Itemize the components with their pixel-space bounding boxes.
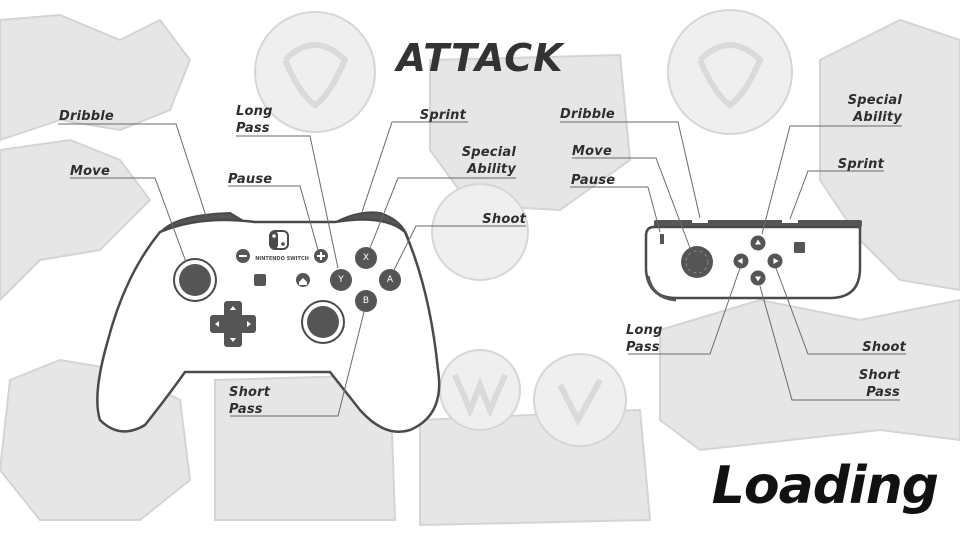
switch-logo-text: NINTENDO SWITCH	[255, 256, 309, 262]
leader-short-pass	[230, 311, 365, 417]
joycon-right-button[interactable]	[767, 253, 783, 269]
joycon-label-special-ability: Special Ability	[847, 93, 902, 125]
x-button[interactable]: X	[355, 247, 377, 269]
pro-label-long-pass: Long Pass	[236, 104, 273, 136]
joycon-capture-button[interactable]	[794, 242, 805, 253]
jc-leader-long-pass	[628, 267, 741, 355]
center-badge-art	[431, 183, 529, 281]
pro-label-dribble: Dribble	[59, 109, 114, 124]
joycon-label-dribble: Dribble	[560, 107, 615, 122]
pro-label-shoot: Shoot	[482, 212, 526, 227]
jc-leader-shoot	[775, 267, 906, 355]
leader-special-ability	[369, 177, 516, 249]
pro-label-special-ability: Special Ability	[461, 145, 516, 177]
leader-sprint	[361, 121, 468, 213]
b-button-letter: B	[363, 296, 369, 306]
joycon-left-button[interactable]	[733, 253, 749, 269]
eagle-badge-right	[667, 9, 793, 135]
jc-leader-special-ability	[761, 125, 902, 235]
leader-pause	[228, 185, 319, 251]
y-button[interactable]: Y	[330, 269, 352, 291]
jc-leader-pause	[570, 186, 661, 233]
pro-label-sprint: Sprint	[419, 108, 466, 123]
dpad[interactable]	[210, 301, 256, 347]
leader-dribble	[58, 123, 207, 217]
leader-move	[70, 177, 187, 263]
joycon-label-move: Move	[572, 144, 612, 159]
w-logo-right-art	[533, 353, 627, 447]
chinese-logo-art	[429, 53, 632, 212]
eagle-badge-left	[254, 11, 376, 133]
jc-leader-dribble	[560, 121, 701, 219]
screen-title: ATTACK	[396, 36, 564, 80]
plus-button[interactable]	[314, 249, 328, 263]
joycon-sl-button[interactable]	[782, 220, 798, 223]
joycon-down-button[interactable]	[750, 270, 766, 286]
capture-button[interactable]	[254, 274, 266, 286]
joycon-label-sprint: Sprint	[837, 157, 884, 172]
joycon-stick[interactable]	[681, 246, 713, 278]
b-button[interactable]: B	[355, 290, 377, 312]
switch-logo-icon	[269, 230, 289, 250]
home-button[interactable]	[296, 273, 310, 287]
center-left-banner-art	[214, 373, 397, 521]
joycon-leader-lines	[560, 121, 906, 401]
jc-leader-move	[572, 157, 691, 249]
mascot-left-lower-art	[0, 138, 152, 302]
pro-label-move: Move	[70, 164, 110, 179]
pro-label-pause: Pause	[228, 172, 273, 187]
jc-leader-short-pass	[759, 285, 900, 401]
leader-shoot	[393, 225, 526, 271]
jc-leader-sprint	[789, 170, 884, 220]
right-lower-art	[659, 298, 960, 452]
joycon-label-shoot: Shoot	[862, 340, 906, 355]
a-button[interactable]: A	[379, 269, 401, 291]
joycon-label-short-pass: Short Pass	[858, 368, 900, 400]
right-stick[interactable]	[301, 300, 345, 344]
pro-controller-leader-lines	[58, 121, 526, 417]
a-button-letter: A	[387, 275, 394, 285]
y-button-letter: Y	[337, 275, 344, 285]
mascot-left-art	[0, 13, 192, 142]
joycon-pause-button[interactable]	[660, 234, 664, 244]
minus-button[interactable]	[236, 249, 250, 263]
pro-label-short-pass: Short Pass	[229, 385, 271, 417]
loading-status: Loading	[711, 456, 939, 516]
joycon-sr-button[interactable]	[692, 220, 708, 223]
leader-long-pass	[236, 135, 339, 269]
left-stick[interactable]	[173, 258, 217, 302]
joycon-up-button[interactable]	[750, 235, 766, 251]
joycon-label-pause: Pause	[571, 173, 616, 188]
x-button-letter: X	[363, 253, 369, 263]
joycon-grip-edge	[646, 275, 677, 302]
joycon-label-long-pass: Long Pass	[626, 323, 663, 355]
